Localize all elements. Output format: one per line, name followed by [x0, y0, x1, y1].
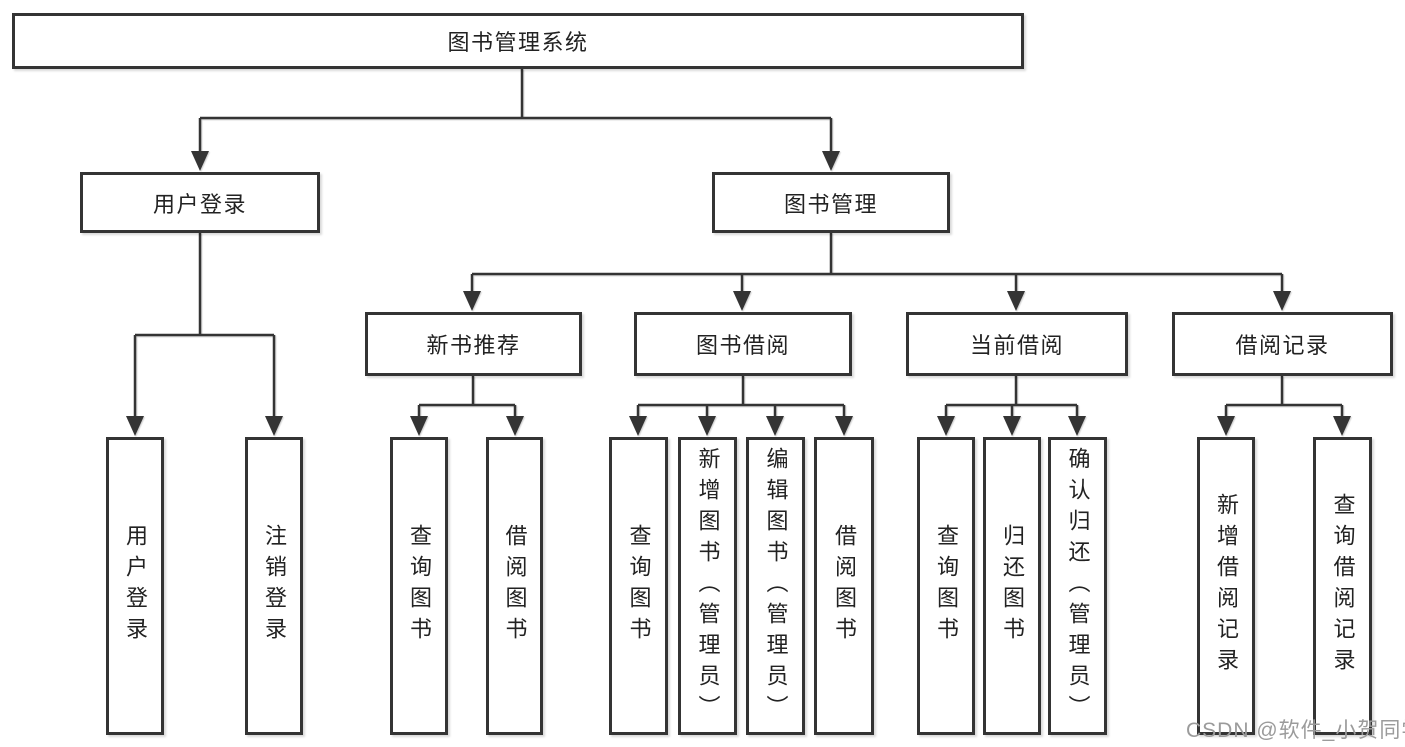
node-confirm-return-admin: 确认归还（管理员） [1048, 437, 1107, 735]
node-query-books-3: 查询图书 [917, 437, 975, 735]
node-add-book-admin: 新增图书（管理员） [678, 437, 737, 735]
node-label: 查询借阅记录 [1330, 493, 1356, 679]
node-book-borrow: 图书借阅 [634, 312, 852, 376]
node-borrow-books-2: 借阅图书 [814, 437, 874, 735]
node-label: 注销登录 [262, 524, 287, 648]
node-query-borrow-record: 查询借阅记录 [1313, 437, 1372, 735]
arrowheads [126, 151, 1351, 436]
node-user-login-leaf: 用户登录 [106, 437, 164, 735]
node-book-management: 图书管理 [712, 172, 950, 233]
node-label: 当前借阅 [969, 333, 1064, 358]
node-label: 图书管理系统 [447, 30, 589, 55]
node-return-books: 归还图书 [983, 437, 1041, 735]
node-add-borrow-record: 新增借阅记录 [1197, 437, 1255, 735]
csdn-watermark: CSDN @软件_小贺同学 [1186, 719, 1405, 742]
node-label: 新书推荐 [426, 333, 521, 358]
node-edit-book-admin: 编辑图书（管理员） [746, 437, 805, 735]
node-label: 借阅图书 [832, 524, 857, 648]
node-label: 查询图书 [407, 524, 432, 648]
node-label: 编辑图书（管理员） [763, 446, 789, 726]
node-label: 图书管理 [783, 191, 878, 217]
node-label: 确认归还（管理员） [1065, 446, 1091, 726]
node-user-login: 用户登录 [80, 172, 320, 233]
node-label: 图书借阅 [695, 333, 790, 358]
node-borrow-books-1: 借阅图书 [486, 437, 543, 735]
node-label: 查询图书 [626, 524, 652, 648]
node-label: 新增图书（管理员） [695, 446, 721, 726]
node-label: 用户登录 [152, 191, 247, 217]
node-new-book-recommend: 新书推荐 [365, 312, 582, 376]
node-library-management-system: 图书管理系统 [12, 13, 1024, 69]
node-label: 用户登录 [123, 524, 148, 648]
node-label: 借阅图书 [502, 524, 528, 648]
node-label: 新增借阅记录 [1214, 493, 1239, 679]
node-logout: 注销登录 [245, 437, 303, 735]
node-query-books-2: 查询图书 [609, 437, 668, 735]
node-label: 查询图书 [934, 524, 959, 648]
node-borrow-records: 借阅记录 [1172, 312, 1393, 376]
node-query-books-1: 查询图书 [390, 437, 448, 735]
node-label: 借阅记录 [1235, 333, 1330, 358]
node-current-borrow: 当前借阅 [906, 312, 1128, 376]
node-label: 归还图书 [1000, 524, 1025, 648]
